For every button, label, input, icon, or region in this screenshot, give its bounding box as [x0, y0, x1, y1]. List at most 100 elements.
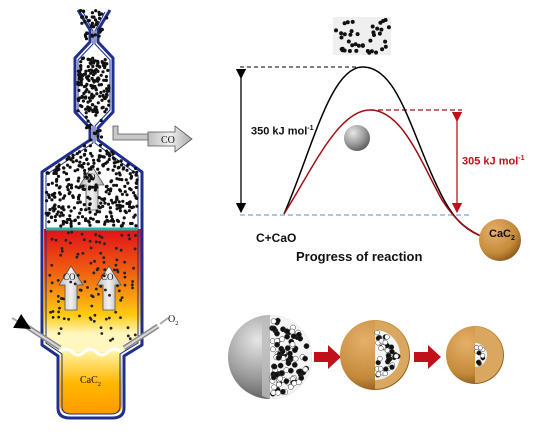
particle-dot — [119, 248, 123, 252]
particle-dot — [77, 73, 81, 77]
melt-label-subscript: 2 — [97, 381, 102, 388]
feed-particles — [44, 9, 139, 342]
particle-dot — [72, 206, 76, 210]
particle-dot — [99, 73, 103, 77]
particle-dot — [85, 88, 89, 92]
particle-dot — [81, 251, 85, 255]
particle-dot — [105, 87, 109, 91]
particle-core-3 — [474, 344, 486, 366]
particle-dot — [114, 310, 118, 314]
particle-dot — [78, 70, 82, 74]
particle-dot — [128, 172, 132, 176]
particle-dot — [58, 198, 62, 202]
particle-dot — [374, 50, 378, 55]
particle-dot — [475, 359, 481, 365]
particle-dot — [94, 240, 98, 244]
particle-dot — [89, 151, 93, 156]
oxygen-label-subscript: 2 — [175, 320, 179, 327]
particle-dot — [382, 339, 388, 346]
particle-dot — [107, 192, 111, 196]
particle-dot — [271, 325, 277, 332]
particle-dot — [84, 126, 89, 130]
particle-dot — [130, 206, 134, 210]
particle-dot — [51, 316, 55, 319]
particle-dot — [96, 59, 100, 64]
particle-dot — [65, 220, 69, 225]
particle-dot — [81, 187, 85, 191]
particle-dot — [89, 261, 93, 265]
co-rising-arrow-right — [96, 265, 122, 311]
particle-dot — [68, 190, 72, 194]
particle-dot — [85, 176, 89, 180]
particle-dot — [68, 214, 72, 218]
particle-dot — [350, 19, 355, 24]
particle-dot — [76, 109, 80, 113]
particle-dot — [385, 357, 392, 363]
particle-dot — [81, 184, 85, 188]
reaction-progress-axis-label: Progress of reaction — [296, 249, 423, 264]
particle-dot — [83, 20, 87, 24]
particle-dot — [80, 74, 84, 78]
particle-dot — [70, 230, 74, 234]
particle-dot — [88, 223, 92, 227]
particle-dot — [106, 219, 110, 223]
particle-dot — [116, 270, 120, 274]
particle-dot — [86, 119, 90, 123]
particle-dot — [280, 388, 286, 395]
particle-dot — [109, 219, 113, 223]
particle-dot — [94, 287, 98, 291]
particle-dot — [380, 47, 385, 52]
particle-dot — [97, 16, 102, 20]
particle-dot — [283, 378, 290, 385]
particle-dot — [104, 190, 108, 194]
particle-dot — [55, 177, 59, 182]
particle-dot — [274, 341, 280, 348]
particle-dot — [89, 167, 93, 171]
particle-dot — [47, 193, 51, 197]
particle-dot — [132, 266, 136, 270]
particle-dot — [44, 190, 49, 194]
particle-dot — [69, 222, 73, 226]
particle-dot — [99, 285, 103, 288]
particle-dot — [88, 126, 92, 130]
particle-dot — [102, 260, 106, 264]
particle-dot — [89, 71, 93, 75]
lower-barrier-value: 305 kJ mol — [462, 155, 519, 168]
particle-dot — [103, 58, 107, 62]
particle-dot — [96, 77, 100, 81]
particle-dot — [82, 144, 87, 148]
particle-dot — [99, 83, 103, 87]
particle-dot — [99, 135, 104, 139]
particle-dot — [76, 168, 80, 172]
particle-dot — [103, 110, 107, 114]
particle-dot — [86, 100, 90, 104]
particle-dot — [90, 21, 94, 25]
particle-dot — [89, 246, 93, 250]
particle-dot — [115, 177, 119, 181]
particle-dot — [60, 297, 64, 300]
particle-dot — [125, 201, 129, 206]
particle-dot — [107, 152, 112, 157]
conversion-arrow-2 — [414, 345, 441, 369]
particle-dot — [97, 196, 101, 200]
particle-dot — [287, 354, 294, 361]
particle-dot — [271, 363, 278, 370]
particle-dot — [91, 56, 95, 60]
particle-dot — [79, 80, 83, 84]
particle-dot — [94, 233, 98, 237]
particle-dot — [127, 233, 131, 237]
particle-dot — [127, 209, 131, 213]
particle-dot — [111, 337, 115, 341]
particle-dot — [117, 200, 121, 204]
particle-dot — [104, 78, 108, 82]
electric-furnace — [11, 9, 193, 420]
particle-dot — [389, 364, 395, 370]
particle-dot — [75, 152, 79, 156]
melt-surface — [58, 347, 123, 357]
particle-dot — [374, 329, 380, 336]
particle-dot — [95, 220, 99, 224]
particle-dot — [105, 16, 109, 20]
particle-dot — [289, 328, 296, 335]
particle-dot — [476, 350, 482, 356]
particle-dot — [94, 88, 98, 92]
